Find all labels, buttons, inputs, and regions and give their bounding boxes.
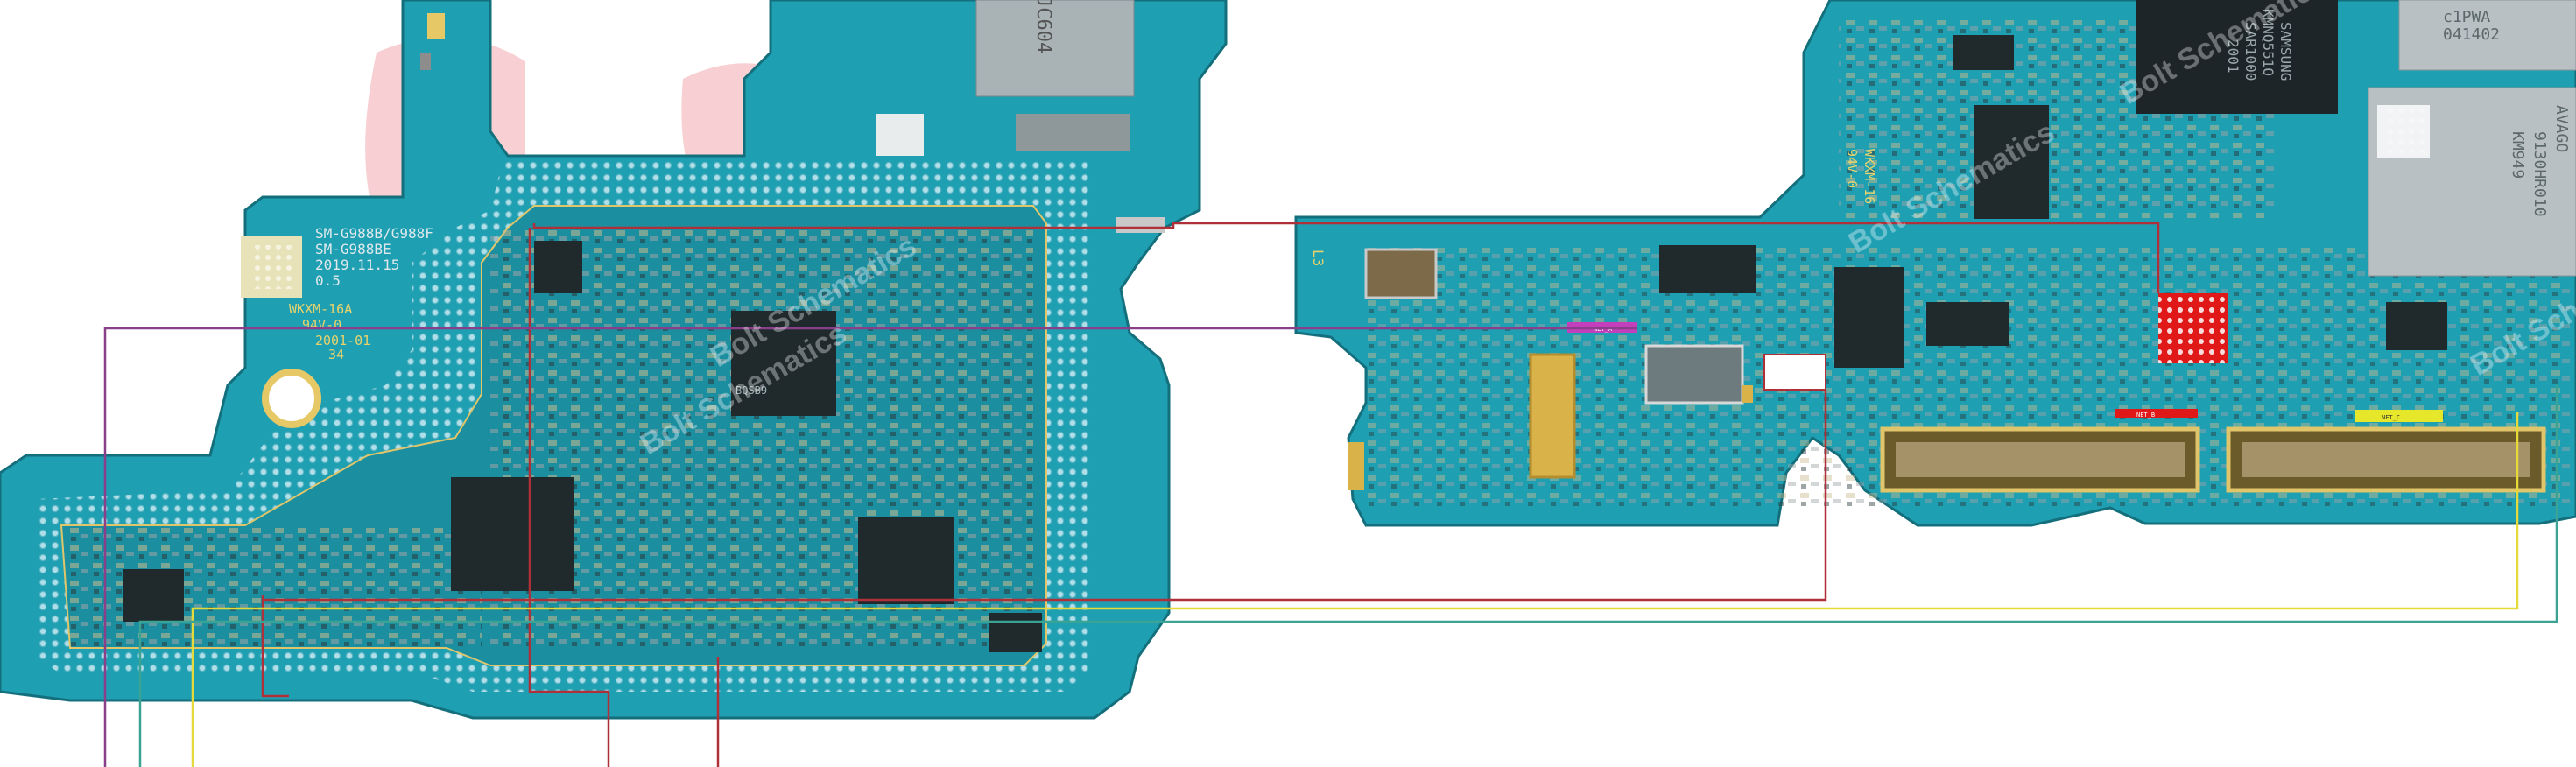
chip-label: 9130HR010 [2530,131,2549,217]
chip-label: SAMSUNG [2277,22,2294,81]
ic-chip [1659,245,1756,293]
trace-red [263,390,1827,602]
model-text-line: SM-G988B/G988F [315,225,433,242]
chip-label: AVAGO [2552,105,2571,152]
connector-pad [1116,217,1165,233]
model-text-line: 0.5 [315,272,341,289]
connector-tag: NET_B [2136,412,2155,419]
model-text-line: SM-G988BE [315,241,391,257]
chip-label: c1PWA [2443,8,2490,26]
svg-text:JC604: JC604 [1032,0,1054,53]
right-board: SAMSUNG KMNQ551Q SAR1000 2001 c1PWA 0414… [1294,0,2576,527]
chip-label: KM949 [2509,131,2527,179]
small-connector [1364,248,1438,299]
ic-chip [1974,105,2049,219]
ic-chip [451,477,574,591]
small-connector [1763,354,1826,391]
side-text: WKXM-16 [1862,149,1877,204]
model-text-line: 2019.11.15 [315,257,399,273]
chip-label: SAR1000 [2242,22,2259,81]
ic-chip [1926,302,2009,346]
trace-red [532,222,2160,293]
date-code: 2001-01 [315,333,370,348]
shield-can [2398,0,2576,71]
ic-chip [1834,267,1904,368]
side-text: 94V-0 [1844,149,1860,188]
shield-can [975,0,1135,97]
chip-label: 041402 [2443,25,2500,44]
trace-teal [138,385,2558,767]
left-board: JC604 SM-G988B/G988F SM-G988BE 2019.11.1… [0,0,1228,720]
material-text: WKXM-16A [289,301,352,317]
ic-chip [123,569,184,622]
ic-chip [1953,35,2014,70]
trace-red [261,595,289,698]
mounting-hole [262,369,321,428]
chip-text: BQSB9 [735,384,767,397]
board-code: L3 [1310,250,1327,266]
chip-samsung [2136,0,2338,114]
ic-chip [989,613,1042,652]
chip-label: 2001 [2225,39,2242,74]
ic-chip [534,241,582,293]
material-text: 94V-0 [302,317,341,333]
ic-chip [858,517,954,604]
ic-chip [2386,302,2447,350]
date-code: 34 [328,347,344,362]
chip-label: KMNQ551Q [2260,9,2277,76]
trace-yellow [191,412,2519,767]
small-connector [1644,344,1744,405]
trace-purple [103,327,1637,767]
trace-red [528,228,610,767]
connection-traces [103,222,2558,767]
small-connector [1529,353,1576,479]
connector-tag: NET_C [2382,414,2400,421]
